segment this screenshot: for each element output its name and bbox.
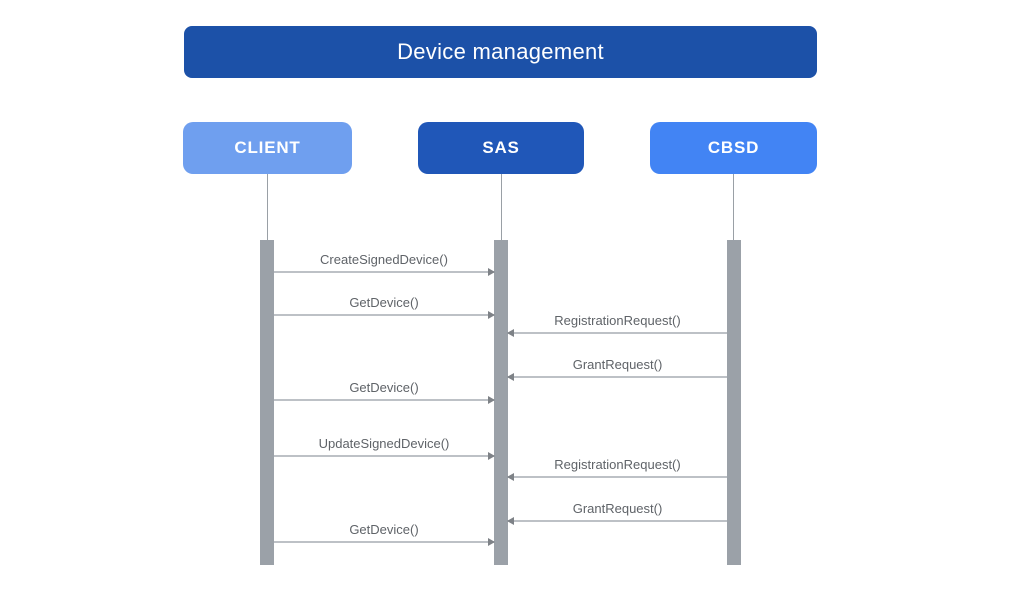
- message-label: GrantRequest(): [572, 501, 663, 516]
- message-label: RegistrationRequest(): [554, 457, 681, 472]
- message-get-device-2: GetDevice(): [274, 380, 495, 404]
- activation-bar-sas: [494, 240, 508, 565]
- lifeline-cbsd: [733, 174, 734, 240]
- activation-bar-client: [260, 240, 274, 565]
- message-get-device-1: GetDevice(): [274, 295, 495, 319]
- activation-bar-cbsd: [727, 240, 741, 565]
- message-registration-request-1: RegistrationRequest(): [507, 313, 727, 337]
- message-grant-request-1: GrantRequest(): [507, 357, 727, 381]
- arrow-left-icon: [507, 473, 727, 481]
- message-label: GetDevice(): [349, 380, 419, 395]
- arrow-right-icon: [274, 538, 495, 546]
- lifeline-client: [267, 174, 268, 240]
- message-label: GetDevice(): [349, 295, 419, 310]
- actor-sas: SAS: [418, 122, 584, 174]
- actor-cbsd: CBSD: [650, 122, 817, 174]
- message-label: RegistrationRequest(): [554, 313, 681, 328]
- message-grant-request-2: GrantRequest(): [507, 501, 727, 525]
- arrow-left-icon: [507, 373, 727, 381]
- lifeline-sas: [501, 174, 502, 240]
- message-label: GrantRequest(): [572, 357, 663, 372]
- message-label: CreateSignedDevice(): [320, 252, 448, 267]
- message-label: UpdateSignedDevice(): [318, 436, 450, 451]
- actor-client: CLIENT: [183, 122, 352, 174]
- message-update-signed-device: UpdateSignedDevice(): [274, 436, 495, 460]
- message-label: GetDevice(): [349, 522, 419, 537]
- message-get-device-3: GetDevice(): [274, 522, 495, 546]
- arrow-right-icon: [274, 311, 495, 319]
- message-registration-request-2: RegistrationRequest(): [507, 457, 727, 481]
- arrow-left-icon: [507, 517, 727, 525]
- arrow-left-icon: [507, 329, 727, 337]
- arrow-right-icon: [274, 268, 495, 276]
- message-create-signed-device: CreateSignedDevice(): [274, 252, 495, 276]
- arrow-right-icon: [274, 396, 495, 404]
- arrow-right-icon: [274, 452, 495, 460]
- diagram-title: Device management: [184, 26, 817, 78]
